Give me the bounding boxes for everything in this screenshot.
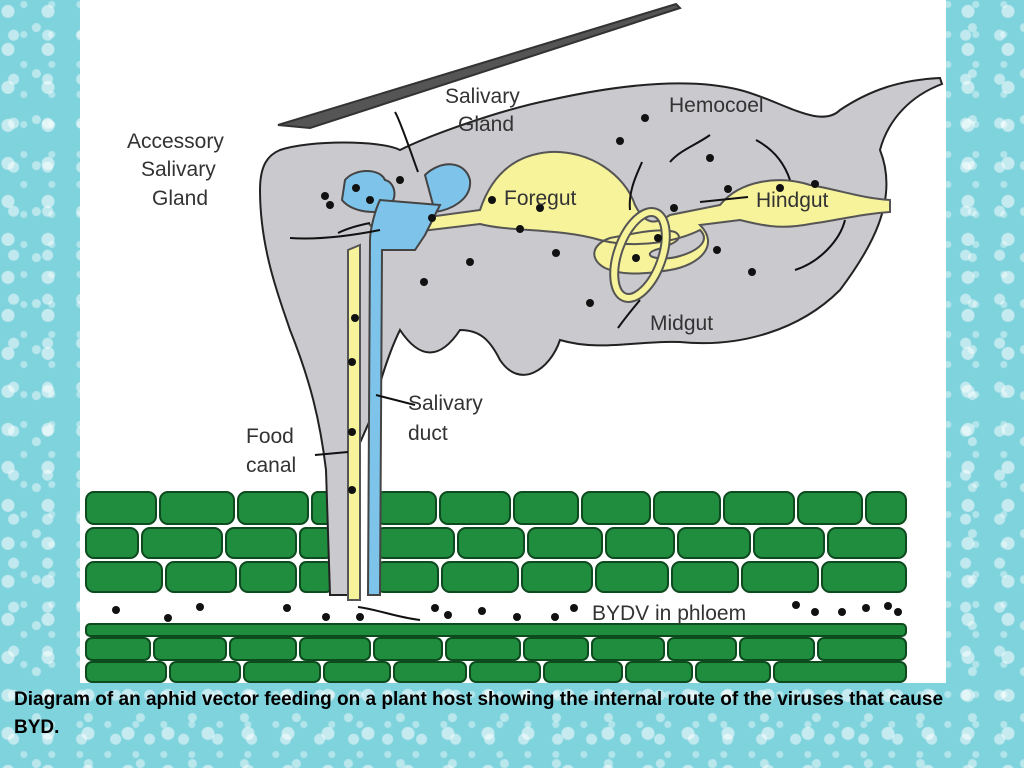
plant-lower-tissue (85, 623, 907, 683)
label-hindgut: Hindgut (756, 189, 829, 212)
label-food-canal-line1: Food (246, 425, 294, 448)
flow-arrows (289, 111, 846, 621)
figure-caption: Diagram of an aphid vector feeding on a … (14, 689, 944, 738)
label-salivary-gland-line2: Gland (458, 113, 514, 136)
salivary-system (340, 163, 472, 596)
phloem-viruses (112, 601, 902, 622)
label-accessory-line1: Accessory (127, 130, 224, 153)
aphid-diagram: Salivary Gland Hemocoel Accessory Saliva… (85, 2, 944, 683)
label-salivary-gland-line1: Salivary (445, 85, 520, 108)
hemocoel-viruses (321, 114, 819, 494)
label-midgut: Midgut (650, 312, 713, 335)
label-salivary-duct-line1: Salivary (408, 392, 483, 415)
label-foregut: Foregut (504, 187, 577, 210)
label-accessory-line3: Gland (152, 187, 208, 210)
aphid-gut (367, 150, 891, 303)
label-salivary-duct-line2: duct (408, 422, 448, 445)
label-food-canal-line2: canal (246, 454, 296, 477)
label-bydv-in-phloem: BYDV in phloem (592, 602, 746, 625)
label-hemocoel: Hemocoel (669, 94, 764, 117)
label-accessory-line2: Salivary (141, 158, 216, 181)
plant-upper-tissue (85, 491, 907, 593)
food-canal (347, 243, 361, 601)
